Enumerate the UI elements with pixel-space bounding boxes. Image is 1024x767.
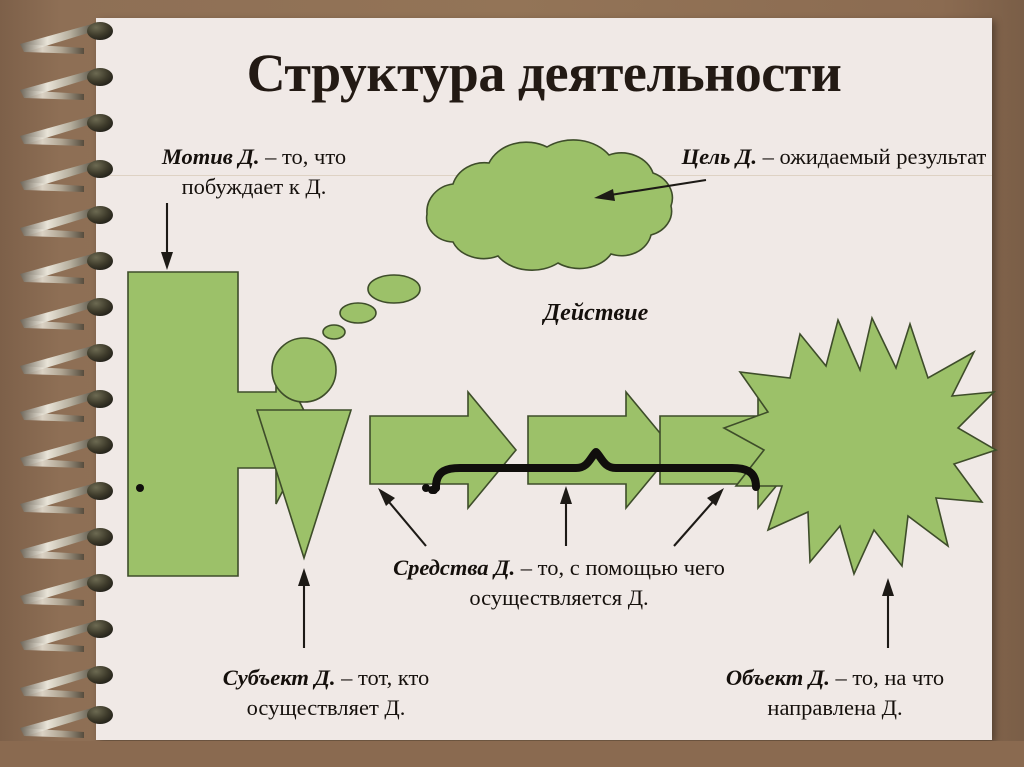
sredstva-to-arrow-2-connector [560,486,572,546]
label-sredstva-definition: – то, с помощью чего осуществляется Д. [469,555,725,610]
brace-render [432,448,760,491]
motiv-to-block-connector [161,203,173,270]
sredstva-to-arrow-1-connector [378,488,427,547]
label-sredstva-term: Средства Д. [393,555,516,580]
label-subekt-term: Субъект Д. [222,665,336,690]
label-cel-term: Цель Д. [681,144,757,169]
label-obekt: Объект Д. – то, на что направлена Д. [678,663,992,722]
label-subekt-definition: – тот, кто осуществляет Д. [246,665,430,720]
subekt-to-person-connector [298,568,310,648]
label-cel: Цель Д. – ожидаемый результат [676,142,992,172]
thought-cloud [322,139,674,340]
action-arrow-2 [527,389,676,511]
label-motiv: Мотив Д. – то, что побуждает к Д. [114,142,394,201]
label-cel-definition: – ожидаемый результат [757,144,987,169]
label-deistvie: Действие [543,300,649,326]
sredstva-to-arrow-3-connector [673,488,724,547]
label-obekt-term: Объект Д. [725,665,830,690]
action-arrow-1 [369,389,518,511]
object-starburst [722,315,998,577]
label-motiv-term: Мотив Д. [161,144,260,169]
label-sredstva: Средства Д. – то, с помощью чего осущест… [324,553,794,612]
notebook-page: Структура деятельности [96,18,998,740]
obekt-to-starburst-connector [882,578,894,648]
page-title: Структура деятельности [246,43,842,103]
label-motiv-definition: – то, что побуждает к Д. [181,144,347,199]
diagram-artwork [127,139,998,648]
label-subekt: Субъект Д. – тот, кто осуществляет Д. [156,663,496,722]
cel-to-cloud-connector [594,178,707,201]
label-obekt-definition: – то, на что направлена Д. [767,665,945,720]
subject-person [255,337,353,561]
